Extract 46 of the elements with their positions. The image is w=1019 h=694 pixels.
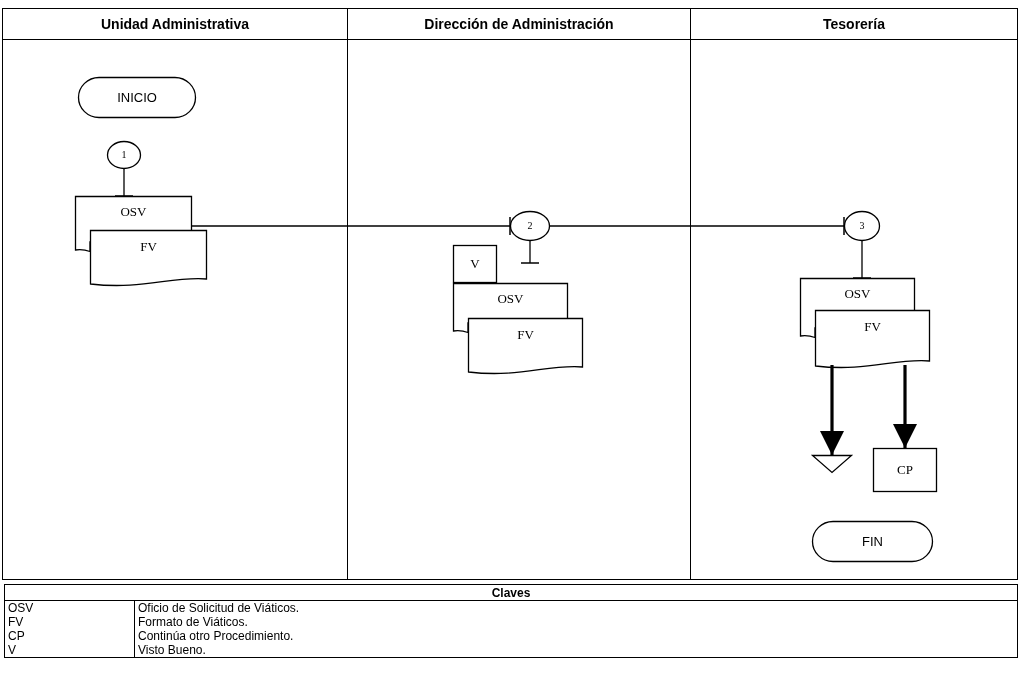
key-description: Formato de Viáticos. (137, 615, 248, 629)
box-code: CP (896, 461, 914, 479)
lane-header: Tesorería (691, 9, 1017, 40)
connector-number: 2 (526, 219, 534, 233)
swimlane (2, 8, 348, 580)
key-description: Continúa otro Procedimiento. (137, 629, 294, 643)
connector-line (114, 168, 134, 197)
archive-triangle (812, 455, 852, 473)
document-code: FV (516, 327, 535, 343)
lane-header: Dirección de Administración (348, 9, 690, 40)
key-code: OSV (5, 601, 135, 615)
document-shape (90, 230, 207, 288)
connector-circle (510, 211, 550, 241)
document-shape (815, 310, 930, 370)
document-code: FV (139, 239, 158, 255)
key-code: V (5, 643, 135, 657)
swimlane (347, 8, 691, 580)
document-code: FV (863, 319, 882, 335)
document-code: OSV (843, 286, 872, 302)
box-code: V (469, 255, 481, 273)
document-shape (468, 318, 583, 376)
terminator-label: INICIO (116, 89, 158, 107)
terminator-label: FIN (861, 533, 884, 551)
process-box (873, 448, 937, 492)
swimlane (690, 8, 1018, 580)
connector-line (520, 240, 540, 264)
connector-number: 1 (120, 148, 128, 162)
connector-number: 3 (858, 219, 866, 233)
table-title: Claves (491, 585, 531, 600)
connector-line (852, 240, 872, 279)
connector-line (549, 216, 845, 236)
connector-line (820, 365, 844, 455)
document-code: OSV (496, 291, 525, 307)
terminator-shape (812, 521, 933, 562)
connector-circle (844, 211, 880, 241)
key-code: CP (5, 629, 135, 643)
key-code: FV (5, 615, 135, 629)
key-description: Visto Bueno. (137, 643, 206, 657)
connector-line (191, 216, 511, 236)
document-code: OSV (119, 204, 148, 220)
terminator-shape (78, 77, 196, 118)
lane-header: Unidad Administrativa (3, 9, 347, 40)
process-box (453, 245, 497, 283)
key-description: Oficio de Solicitud de Viáticos. (137, 601, 300, 615)
connector-circle (107, 141, 141, 169)
connector-line (893, 365, 917, 448)
